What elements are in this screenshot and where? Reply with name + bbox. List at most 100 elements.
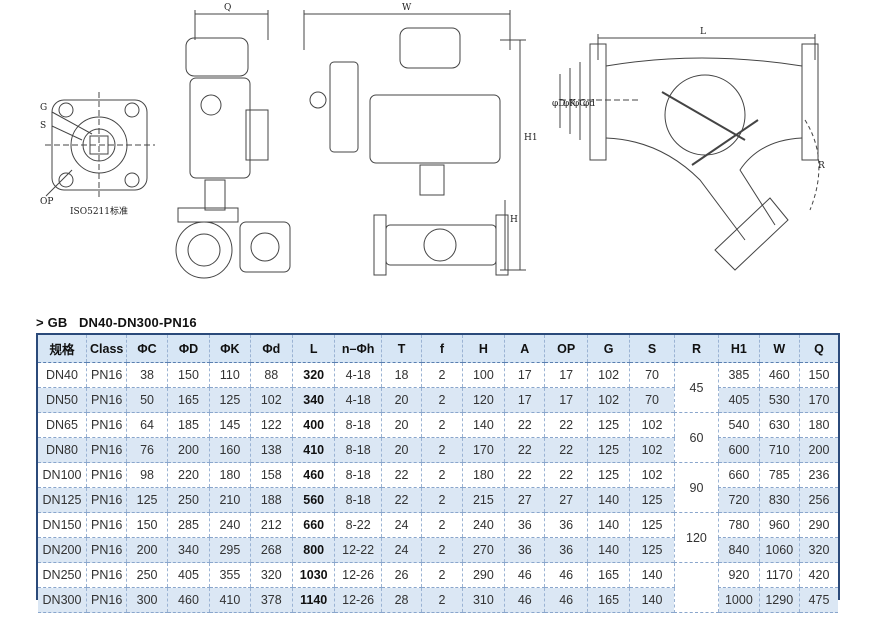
table-cell: 125 xyxy=(629,512,675,538)
header-cell: H xyxy=(461,335,505,363)
table-cell: 2 xyxy=(421,512,463,538)
table-cell: 22 xyxy=(504,412,545,438)
table-cell: 1030 xyxy=(291,562,335,588)
table-cell: 27 xyxy=(504,487,545,513)
table-cell: 36 xyxy=(544,537,588,563)
header-cell: S xyxy=(629,335,675,363)
table-cell: 1000 xyxy=(718,587,760,613)
table-cell: 185 xyxy=(166,412,210,438)
table-cell: 960 xyxy=(758,512,800,538)
table-cell: 460 xyxy=(291,462,335,488)
table-cell: 830 xyxy=(758,487,800,513)
table-cell: 420 xyxy=(798,562,838,588)
table-cell: 4-18 xyxy=(334,362,382,388)
table-cell: 102 xyxy=(629,437,675,463)
table-cell: 140 xyxy=(586,487,630,513)
valve-drawings: Q W L H H1 G S OP ISO5211标准 φD φK φC φd … xyxy=(40,3,825,279)
table-cell: 285 xyxy=(166,512,210,538)
table-cell: 70 xyxy=(629,387,675,413)
table-cell: 36 xyxy=(504,537,545,563)
table-cell: 102 xyxy=(586,362,630,388)
dim-label-small-d: φd xyxy=(583,99,595,109)
table-cell: 170 xyxy=(461,437,505,463)
table-cell: 8-18 xyxy=(334,412,382,438)
table-cell: 100 xyxy=(461,362,505,388)
header-cell: A xyxy=(504,335,545,363)
table-cell: 22 xyxy=(504,462,545,488)
dim-label-q: Q xyxy=(224,3,231,13)
table-cell: 140 xyxy=(629,587,675,613)
table-cell: 400 xyxy=(291,412,335,438)
table-cell: 8-18 xyxy=(334,437,382,463)
dim-label-c: φC xyxy=(573,99,586,109)
table-cell: 4-18 xyxy=(334,387,382,413)
table-cell: 20 xyxy=(380,412,422,438)
table-cell: DN65 xyxy=(38,412,87,438)
table-cell: 355 xyxy=(209,562,251,588)
table-cell-r: 60 xyxy=(673,412,719,463)
table-cell: 50 xyxy=(126,387,168,413)
table-cell: 138 xyxy=(249,437,293,463)
table-cell: 2 xyxy=(421,437,463,463)
table-cell: 215 xyxy=(461,487,505,513)
dim-label-g: G xyxy=(40,103,47,113)
table-cell: 102 xyxy=(629,412,675,438)
table-cell: 200 xyxy=(166,437,210,463)
table-cell: 8-18 xyxy=(334,487,382,513)
table-cell: 88 xyxy=(249,362,293,388)
header-cell: Φd xyxy=(249,335,293,363)
table-cell: 200 xyxy=(798,437,838,463)
table-cell: 320 xyxy=(798,537,838,563)
table-cell: 24 xyxy=(380,537,422,563)
table-cell: 290 xyxy=(798,512,838,538)
table-cell: 12-26 xyxy=(334,562,382,588)
table-cell: 200 xyxy=(126,537,168,563)
table-cell: 600 xyxy=(718,437,760,463)
header-cell: OP xyxy=(544,335,588,363)
table-cell: PN16 xyxy=(85,362,127,388)
table-cell: 38 xyxy=(126,362,168,388)
header-cell: ΦD xyxy=(166,335,210,363)
spec-table: 规格 Class ΦC ΦD ΦK Φd L n–Φh T f H A OP G… xyxy=(38,335,838,613)
table-cell: 125 xyxy=(586,462,630,488)
header-cell: L xyxy=(291,335,335,363)
table-cell: 125 xyxy=(629,487,675,513)
table-cell: 2 xyxy=(421,462,463,488)
table-cell: DN150 xyxy=(38,512,87,538)
header-cell: G xyxy=(586,335,630,363)
table-cell: 46 xyxy=(544,562,588,588)
table-cell: 180 xyxy=(461,462,505,488)
table-cell: 385 xyxy=(718,362,760,388)
table-cell: 250 xyxy=(126,562,168,588)
table-cell: 125 xyxy=(586,412,630,438)
header-cell: R xyxy=(673,335,719,363)
table-cell: 76 xyxy=(126,437,168,463)
dim-label-d: φD xyxy=(552,99,566,109)
table-cell: 150 xyxy=(798,362,838,388)
table-cell: 250 xyxy=(166,487,210,513)
table-cell: 140 xyxy=(586,537,630,563)
table-cell: 36 xyxy=(544,512,588,538)
table-cell: 150 xyxy=(166,362,210,388)
header-cell: Class xyxy=(85,335,127,363)
table-cell: PN16 xyxy=(85,562,127,588)
table-cell: 27 xyxy=(544,487,588,513)
table-cell: 102 xyxy=(629,462,675,488)
table-cell: 2 xyxy=(421,387,463,413)
table-cell: 140 xyxy=(586,512,630,538)
table-cell-r: 45 xyxy=(673,362,719,413)
header-cell: 规格 xyxy=(38,335,87,363)
table-cell: PN16 xyxy=(85,412,127,438)
table-cell: 212 xyxy=(249,512,293,538)
table-cell: 2 xyxy=(421,362,463,388)
table-cell: DN50 xyxy=(38,387,87,413)
table-cell: 2 xyxy=(421,587,463,613)
table-cell: PN16 xyxy=(85,512,127,538)
table-cell: 310 xyxy=(461,587,505,613)
table-cell: 710 xyxy=(758,437,800,463)
table-cell: 17 xyxy=(544,362,588,388)
